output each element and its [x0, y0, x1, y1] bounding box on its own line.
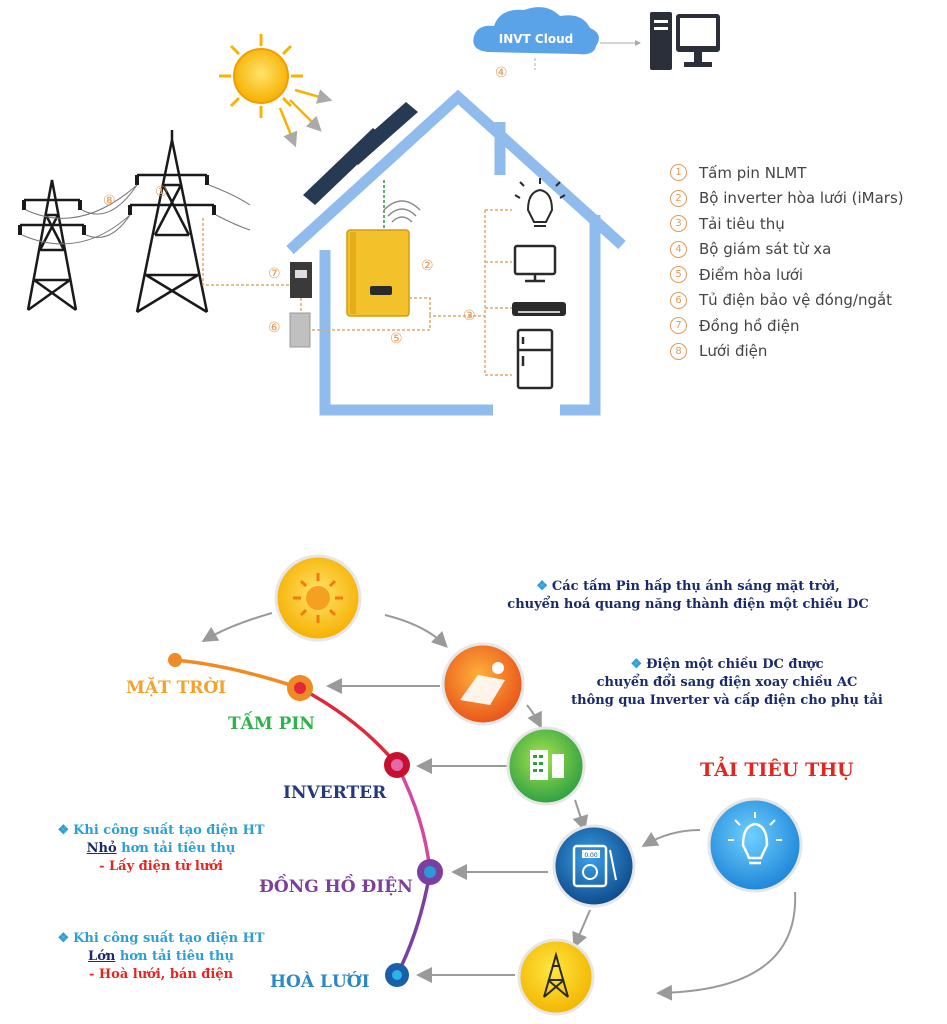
- marker-8: ⑧: [103, 193, 116, 209]
- computer-icon: [650, 12, 720, 70]
- inverter-circle-icon: [506, 726, 586, 806]
- node-grid: [385, 963, 409, 987]
- marker-2: ②: [421, 258, 434, 274]
- diamond-icon: ❖: [57, 823, 70, 838]
- legend-number: 8: [670, 342, 687, 360]
- note-inverter-line2: chuyển đổi sang điện xoay chiều AC: [596, 675, 858, 690]
- node-inverter: [384, 752, 410, 778]
- legend-item: 8 Lưới điện: [670, 339, 940, 365]
- insulator-marks: [18, 175, 216, 235]
- flow-connectors: [201, 612, 797, 1001]
- meter-circle-icon: 0.00: [552, 824, 636, 908]
- node-sun: [168, 653, 182, 667]
- marker-5: ⑤: [390, 331, 403, 347]
- note-large-word: Lớn: [88, 949, 116, 964]
- legend-text: Đồng hồ điện: [699, 316, 800, 335]
- legend-item: 6 Tủ điện bảo vệ đóng/ngắt: [670, 288, 940, 314]
- label-inverter: INVERTER: [283, 783, 387, 803]
- legend: 1 Tấm pin NLMT 2 Bộ inverter hòa lưới (iMar…: [670, 160, 940, 364]
- legend-item: 4 Bộ giám sát từ xa: [670, 237, 940, 263]
- meter-box-icon: [290, 262, 312, 298]
- diamond-icon: ❖: [57, 931, 70, 946]
- tv-icon: [513, 244, 557, 283]
- legend-number: 7: [670, 317, 687, 335]
- marker-3: ③: [463, 308, 476, 324]
- fridge-icon: [516, 328, 554, 390]
- legend-item: 5 Điểm hòa lưới: [670, 262, 940, 288]
- legend-number: 5: [670, 266, 687, 284]
- wiring-dashed: [202, 209, 512, 376]
- note-large-line1: Khi công suất tạo điện HT: [73, 931, 265, 946]
- note-small-line1: Khi công suất tạo điện HT: [73, 823, 265, 838]
- label-sun: MẶT TRỜI: [126, 678, 227, 698]
- legend-text: Tải tiêu thụ: [699, 214, 785, 233]
- note-inverter-line1: Điện một chiều DC được: [646, 657, 824, 672]
- meter-reading: 0.00: [584, 852, 598, 859]
- legend-number: 2: [670, 189, 687, 207]
- sun-icon: [219, 34, 333, 148]
- power-lines: [21, 184, 251, 245]
- legend-number: 6: [670, 291, 687, 309]
- load-circle-icon: [707, 797, 803, 893]
- note-panel-line2: chuyển hoá quang năng thành điện một chi…: [507, 597, 869, 612]
- node-meter: [417, 859, 443, 885]
- label-grid: HOÀ LƯỚI: [270, 972, 370, 992]
- invt-cloud-icon: INVT Cloud: [473, 7, 599, 55]
- legend-text: Tủ điện bảo vệ đóng/ngắt: [699, 291, 893, 310]
- grid-circle-icon: [517, 938, 595, 1016]
- light-bulb-icon: [514, 178, 566, 227]
- legend-item: 2 Bộ inverter hòa lưới (iMars): [670, 186, 940, 212]
- note-large-rest: hơn tải tiêu thụ: [115, 949, 234, 964]
- house-outline: [286, 89, 626, 416]
- note-panel: ❖Các tấm Pin hấp thụ ánh sáng mặt trời, …: [478, 578, 898, 614]
- marker-4: ④: [495, 65, 508, 81]
- diamond-icon: ❖: [536, 579, 548, 594]
- note-small-rest: hơn tải tiêu thụ: [116, 841, 236, 856]
- marker-7: ⑦: [268, 266, 281, 282]
- note-panel-line1: Các tấm Pin hấp thụ ánh sáng mặt trời,: [551, 579, 840, 594]
- inverter-icon: [346, 229, 410, 317]
- wifi-icon: [383, 200, 421, 223]
- legend-text: Bộ inverter hòa lưới (iMars): [699, 189, 904, 208]
- legend-text: Tấm pin NLMT: [699, 163, 807, 182]
- note-inverter-line3: thông qua Inverter và cấp điện cho phụ t…: [571, 693, 883, 708]
- solar-panel-icon: [303, 102, 418, 205]
- legend-number: 1: [670, 164, 687, 182]
- note-small-word: Nhỏ: [86, 841, 117, 856]
- legend-text: Điểm hòa lưới: [699, 265, 804, 284]
- transmission-tower-icon: [20, 130, 214, 314]
- number-markers: ① ② ③ ④ ⑤ ⑥ ⑦ ⑧: [103, 65, 508, 347]
- legend-item: 7 Đồng hồ điện: [670, 313, 940, 339]
- legend-item: 3 Tải tiêu thụ: [670, 211, 940, 237]
- note-inverter: ❖Điện một chiều DC được chuyển đổi sang …: [552, 656, 902, 710]
- diamond-icon: ❖: [630, 657, 643, 672]
- sun-circle-icon: [274, 554, 362, 642]
- label-load: TẢI TIÊU THỤ: [700, 759, 854, 781]
- cloud-label: INVT Cloud: [499, 32, 573, 46]
- legend-text: Bộ giám sát từ xa: [699, 240, 832, 259]
- legend-number: 4: [670, 240, 687, 258]
- label-panel: TẤM PIN: [228, 714, 315, 734]
- air-conditioner-icon: [512, 302, 566, 316]
- legend-item: 1 Tấm pin NLMT: [670, 160, 940, 186]
- marker-6: ⑥: [268, 320, 281, 336]
- note-small-line3: - Lấy điện từ lưới: [99, 859, 223, 874]
- note-large-line3: - Hoà lưới, bán điện: [88, 967, 234, 982]
- panel-circle-icon: [441, 642, 525, 726]
- note-large: ❖Khi công suất tạo điện HT Lớn hơn tải t…: [46, 930, 276, 984]
- legend-number: 3: [670, 215, 687, 233]
- legend-text: Lưới điện: [699, 342, 768, 361]
- marker-1: ①: [155, 184, 168, 200]
- note-small: ❖Khi công suất tạo điện HT Nhỏ hơn tải t…: [46, 822, 276, 876]
- node-panel: [287, 675, 313, 701]
- flow-timeline: [174, 658, 432, 976]
- breaker-box-icon: [289, 312, 311, 348]
- label-meter: ĐỒNG HỒ ĐIỆN: [259, 877, 413, 897]
